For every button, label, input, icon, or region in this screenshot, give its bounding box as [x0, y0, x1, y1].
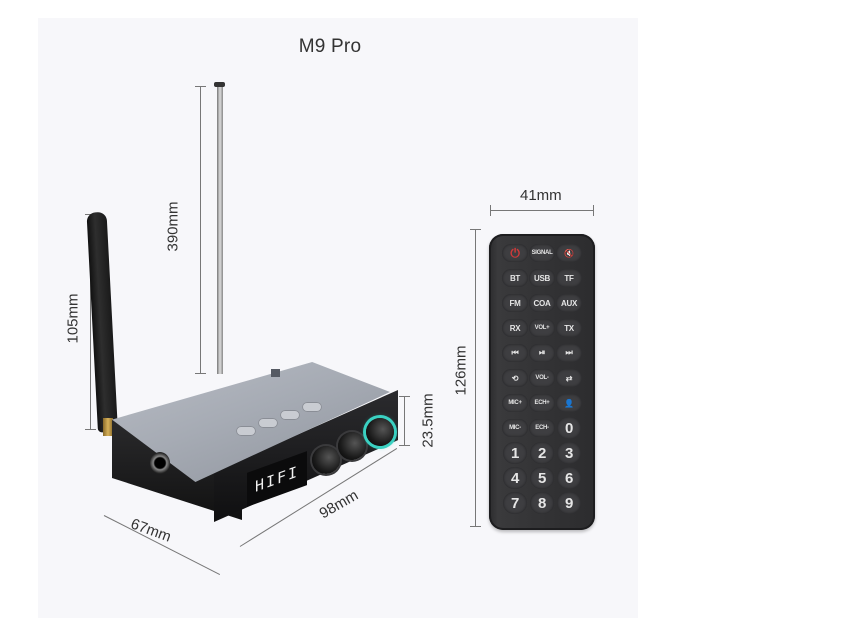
remote-button-mic-down[interactable]: MIC- — [502, 419, 528, 437]
remote-button-mic-up[interactable]: MIC+ — [502, 394, 528, 412]
dim-line-23-5 — [404, 396, 405, 446]
remote-button-num-2[interactable]: 2 — [530, 442, 554, 464]
audio-jack-port — [150, 452, 170, 474]
dim-cap — [195, 373, 206, 374]
dim-cap — [195, 86, 206, 87]
remote-button-num-6[interactable]: 6 — [557, 467, 581, 489]
remote-button-usb[interactable]: USB — [529, 269, 555, 287]
remote-button-fm[interactable]: FM — [502, 294, 528, 312]
device-top-button-1[interactable] — [236, 426, 256, 436]
remote-button-num-3[interactable]: 3 — [557, 442, 581, 464]
remote-button-loop[interactable]: ⇄ — [556, 369, 582, 387]
brand-logo-icon — [271, 369, 280, 377]
remote-button-tx[interactable]: TX — [556, 319, 582, 337]
remote-button-num-4[interactable]: 4 — [503, 467, 527, 489]
antenna-connector — [103, 418, 113, 436]
dim-label-remote-width: 41mm — [520, 187, 562, 204]
remote-button-num-0[interactable]: 0 — [557, 417, 581, 439]
remote-button-aux[interactable]: AUX — [556, 294, 582, 312]
dim-line-126 — [475, 229, 476, 527]
knob-1[interactable] — [312, 446, 340, 474]
remote-button-vol-up[interactable]: VOL+ — [529, 319, 555, 337]
dim-cap — [399, 445, 410, 446]
remote-button-num-9[interactable]: 9 — [557, 492, 581, 514]
dim-cap — [490, 205, 491, 216]
dim-label-telescopic-antenna: 390mm — [164, 201, 182, 252]
dim-cap — [593, 205, 594, 216]
remote-button-previous[interactable]: ⏮ — [502, 344, 528, 362]
remote-button-vol-down[interactable]: VOL- — [529, 369, 555, 387]
dim-cap — [470, 526, 481, 527]
device-top-button-3[interactable] — [280, 410, 300, 420]
product-title: M9 Pro — [298, 36, 362, 57]
dim-line-105 — [90, 214, 91, 430]
remote-button-echo-down[interactable]: ECH- — [529, 419, 555, 437]
dim-label-rubber-antenna: 105mm — [64, 293, 82, 344]
telescopic-antenna — [217, 84, 223, 374]
remote-button-num-7[interactable]: 7 — [503, 492, 527, 514]
remote-button-mute[interactable]: 🔇 — [556, 244, 582, 262]
remote-button-rx[interactable]: RX — [502, 319, 528, 337]
dim-cap — [470, 229, 481, 230]
remote-button-repeat[interactable]: ⟲ — [502, 369, 528, 387]
remote-button-echo-up[interactable]: ECH+ — [529, 394, 555, 412]
knob-2[interactable] — [338, 432, 366, 460]
remote-button-coa[interactable]: COA — [529, 294, 555, 312]
dim-line-41 — [490, 210, 594, 211]
dim-cap — [85, 429, 96, 430]
antenna-tip — [214, 82, 225, 87]
remote-button-play-pause[interactable]: ⏯ — [529, 344, 555, 362]
remote-button-num-5[interactable]: 5 — [530, 467, 554, 489]
dim-label-remote-height: 126mm — [452, 345, 470, 396]
remote-button-tf[interactable]: TF — [556, 269, 582, 287]
remote-button-user[interactable]: 👤 — [556, 394, 582, 412]
remote-button-num-1[interactable]: 1 — [503, 442, 527, 464]
remote-button-bt[interactable]: BT — [502, 269, 528, 287]
knob-volume[interactable] — [366, 418, 394, 446]
remote-button-signal[interactable]: SIGNAL — [529, 244, 555, 262]
remote-button-power[interactable]: ⏻ — [502, 244, 528, 262]
device-top-button-4[interactable] — [302, 402, 322, 412]
dim-label-body-height: 23.5mm — [419, 393, 437, 448]
dim-line-390 — [200, 86, 201, 374]
remote-button-num-8[interactable]: 8 — [530, 492, 554, 514]
device-top-button-2[interactable] — [258, 418, 278, 428]
remote-button-next[interactable]: ⏭ — [556, 344, 582, 362]
dim-cap — [399, 396, 410, 397]
